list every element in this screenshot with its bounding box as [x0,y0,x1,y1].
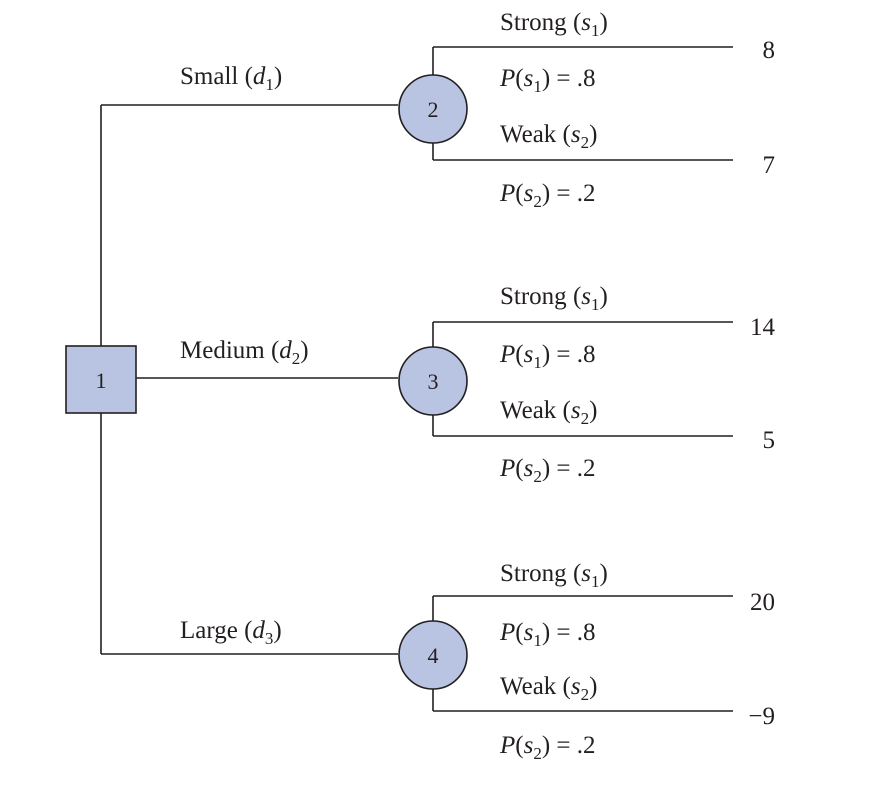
strong-probability: P(s1) = .8 [499,341,596,372]
branch-large: Large (d3) 4 Strong (s1) P(s1) = .8 Weak… [101,560,775,763]
weak-probability: P(s2) = .2 [499,732,596,763]
weak-state-label: Weak (s2) [500,397,597,428]
chance-node-label: 4 [428,643,439,668]
chance-node-label: 2 [428,97,439,122]
decision-label: Medium (d2) [180,337,309,368]
strong-state-label: Strong (s1) [500,560,608,591]
weak-state-label: Weak (s2) [500,673,597,704]
strong-probability: P(s1) = .8 [499,65,596,96]
decision-node-label: 1 [96,368,107,393]
weak-probability: P(s2) = .2 [499,455,596,486]
chance-node [398,74,468,144]
branch-small: Small (d1) 2 Strong (s1) P(s1) = .8 Weak… [101,9,775,211]
chance-node [398,620,468,690]
chance-node [398,346,468,416]
weak-probability: P(s2) = .2 [499,180,596,211]
weak-payoff: −9 [748,703,775,730]
strong-state-label: Strong (s1) [500,9,608,40]
strong-payoff: 20 [750,589,775,616]
decision-node [65,345,137,414]
strong-state-label: Strong (s1) [500,283,608,314]
decision-label: Large (d3) [180,617,282,648]
strong-payoff: 8 [763,37,776,64]
weak-payoff: 7 [763,152,776,179]
strong-payoff: 14 [750,314,776,341]
weak-state-label: Weak (s2) [500,121,597,152]
branch-medium: Medium (d2) 3 Strong (s1) P(s1) = .8 Wea… [136,283,776,486]
decision-label: Small (d1) [180,63,282,94]
strong-probability: P(s1) = .8 [499,619,596,650]
weak-payoff: 5 [763,427,776,454]
chance-node-label: 3 [428,369,439,394]
